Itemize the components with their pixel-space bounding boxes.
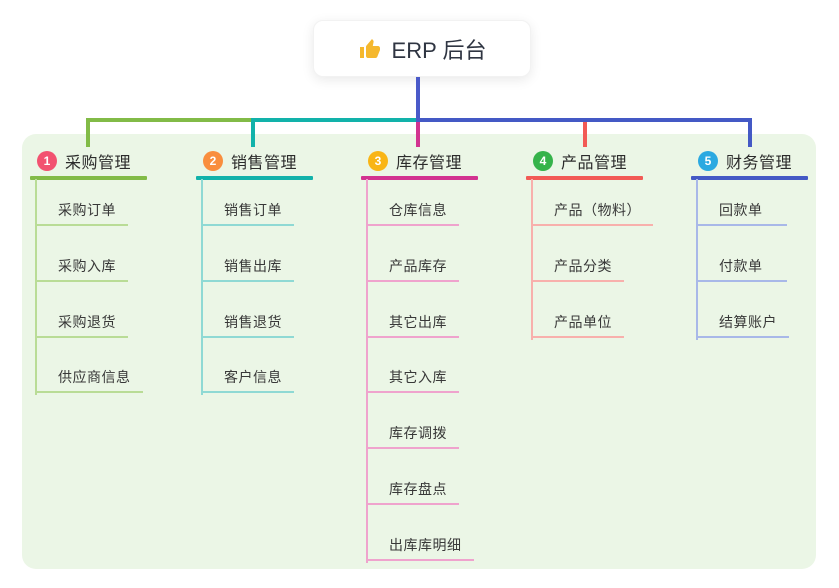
child-item-label: 产品分类	[554, 258, 612, 274]
mindmap-child-item[interactable]: 其它出库	[366, 312, 459, 338]
child-item-label: 供应商信息	[58, 369, 131, 385]
mindmap-child-item[interactable]: 销售出库	[201, 256, 294, 282]
child-item-label: 采购入库	[58, 258, 116, 274]
connector-drop-3	[416, 122, 420, 147]
mindmap-child-item[interactable]: 销售订单	[201, 200, 294, 226]
child-item-label: 销售订单	[224, 202, 282, 218]
mindmap-child-item[interactable]: 出库库明细	[366, 535, 474, 561]
branch-header[interactable]: 1 采购管理	[37, 146, 131, 176]
mindmap-child-item[interactable]: 产品分类	[531, 256, 624, 282]
child-item-label: 采购订单	[58, 202, 116, 218]
mindmap-child-item[interactable]: 仓库信息	[366, 200, 459, 226]
child-item-label: 付款单	[719, 258, 763, 274]
branch-number-badge: 2	[203, 151, 223, 171]
branch-label: 销售管理	[231, 155, 298, 172]
mindmap-child-item[interactable]: 客户信息	[201, 367, 294, 393]
branch-header[interactable]: 5 财务管理	[698, 146, 792, 176]
connector-drop-1	[86, 118, 90, 147]
connector-bus-left-green	[86, 118, 255, 122]
branch-spine	[531, 179, 533, 340]
branch-number-badge: 5	[698, 151, 718, 171]
child-item-label: 销售退货	[224, 314, 282, 330]
mindmap-child-item[interactable]: 付款单	[696, 256, 787, 282]
branch-number-badge: 3	[368, 151, 388, 171]
child-item-label: 仓库信息	[389, 202, 447, 218]
child-item-label: 结算账户	[719, 314, 777, 330]
child-item-label: 销售出库	[224, 258, 282, 274]
connector-trunk	[416, 77, 420, 122]
mindmap-child-item[interactable]: 其它入库	[366, 367, 459, 393]
branch-header[interactable]: 4 产品管理	[533, 146, 627, 176]
child-item-label: 其它出库	[389, 314, 447, 330]
child-item-label: 客户信息	[224, 369, 282, 385]
branch-number-badge: 4	[533, 151, 553, 171]
branch-number-badge: 1	[37, 151, 57, 171]
child-item-label: 产品库存	[389, 258, 447, 274]
branch-spine	[366, 179, 368, 563]
branch-underline	[196, 176, 313, 180]
connector-bus-right-blue	[416, 118, 752, 122]
mindmap-child-item[interactable]: 产品单位	[531, 312, 624, 338]
branch-header[interactable]: 3 库存管理	[368, 146, 462, 176]
branch-spine	[696, 179, 698, 340]
connector-drop-2	[251, 118, 255, 147]
root-node[interactable]: ERP 后台	[313, 20, 531, 77]
mindmap-child-item[interactable]: 采购订单	[35, 200, 128, 226]
branches-panel	[22, 134, 816, 569]
child-item-label: 采购退货	[58, 314, 116, 330]
child-item-label: 出库库明细	[389, 537, 462, 553]
child-item-label: 库存盘点	[389, 481, 447, 497]
branch-label: 库存管理	[396, 155, 463, 172]
connector-drop-4	[583, 118, 587, 147]
connector-drop-5	[748, 118, 752, 147]
thumbs-up-icon	[359, 38, 380, 58]
mindmap-child-item[interactable]: 采购退货	[35, 312, 128, 338]
connector-bus-left-teal	[251, 118, 420, 122]
mindmap-child-item[interactable]: 库存调拨	[366, 423, 459, 449]
child-item-label: 产品（物料）	[554, 202, 641, 218]
branch-spine	[35, 179, 37, 395]
root-node-label: ERP 后台	[391, 37, 487, 63]
branch-underline	[526, 176, 643, 180]
branch-underline	[361, 176, 478, 180]
mindmap-child-item[interactable]: 回款单	[696, 200, 787, 226]
mindmap-child-item[interactable]: 供应商信息	[35, 367, 143, 393]
branch-header[interactable]: 2 销售管理	[203, 146, 297, 176]
child-item-label: 产品单位	[554, 314, 612, 330]
branch-spine	[201, 179, 203, 395]
mindmap-child-item[interactable]: 产品库存	[366, 256, 459, 282]
mindmap-child-item[interactable]: 销售退货	[201, 312, 294, 338]
mindmap-child-item[interactable]: 产品（物料）	[531, 200, 653, 226]
mindmap-child-item[interactable]: 结算账户	[696, 312, 789, 338]
child-item-label: 库存调拨	[389, 425, 447, 441]
child-item-label: 回款单	[719, 202, 763, 218]
branch-label: 产品管理	[561, 155, 628, 172]
branch-underline	[30, 176, 147, 180]
child-item-label: 其它入库	[389, 369, 447, 385]
mindmap-child-item[interactable]: 采购入库	[35, 256, 128, 282]
mindmap-child-item[interactable]: 库存盘点	[366, 479, 459, 505]
branch-underline	[691, 176, 808, 180]
branch-label: 财务管理	[726, 155, 793, 172]
branch-label: 采购管理	[65, 155, 132, 172]
